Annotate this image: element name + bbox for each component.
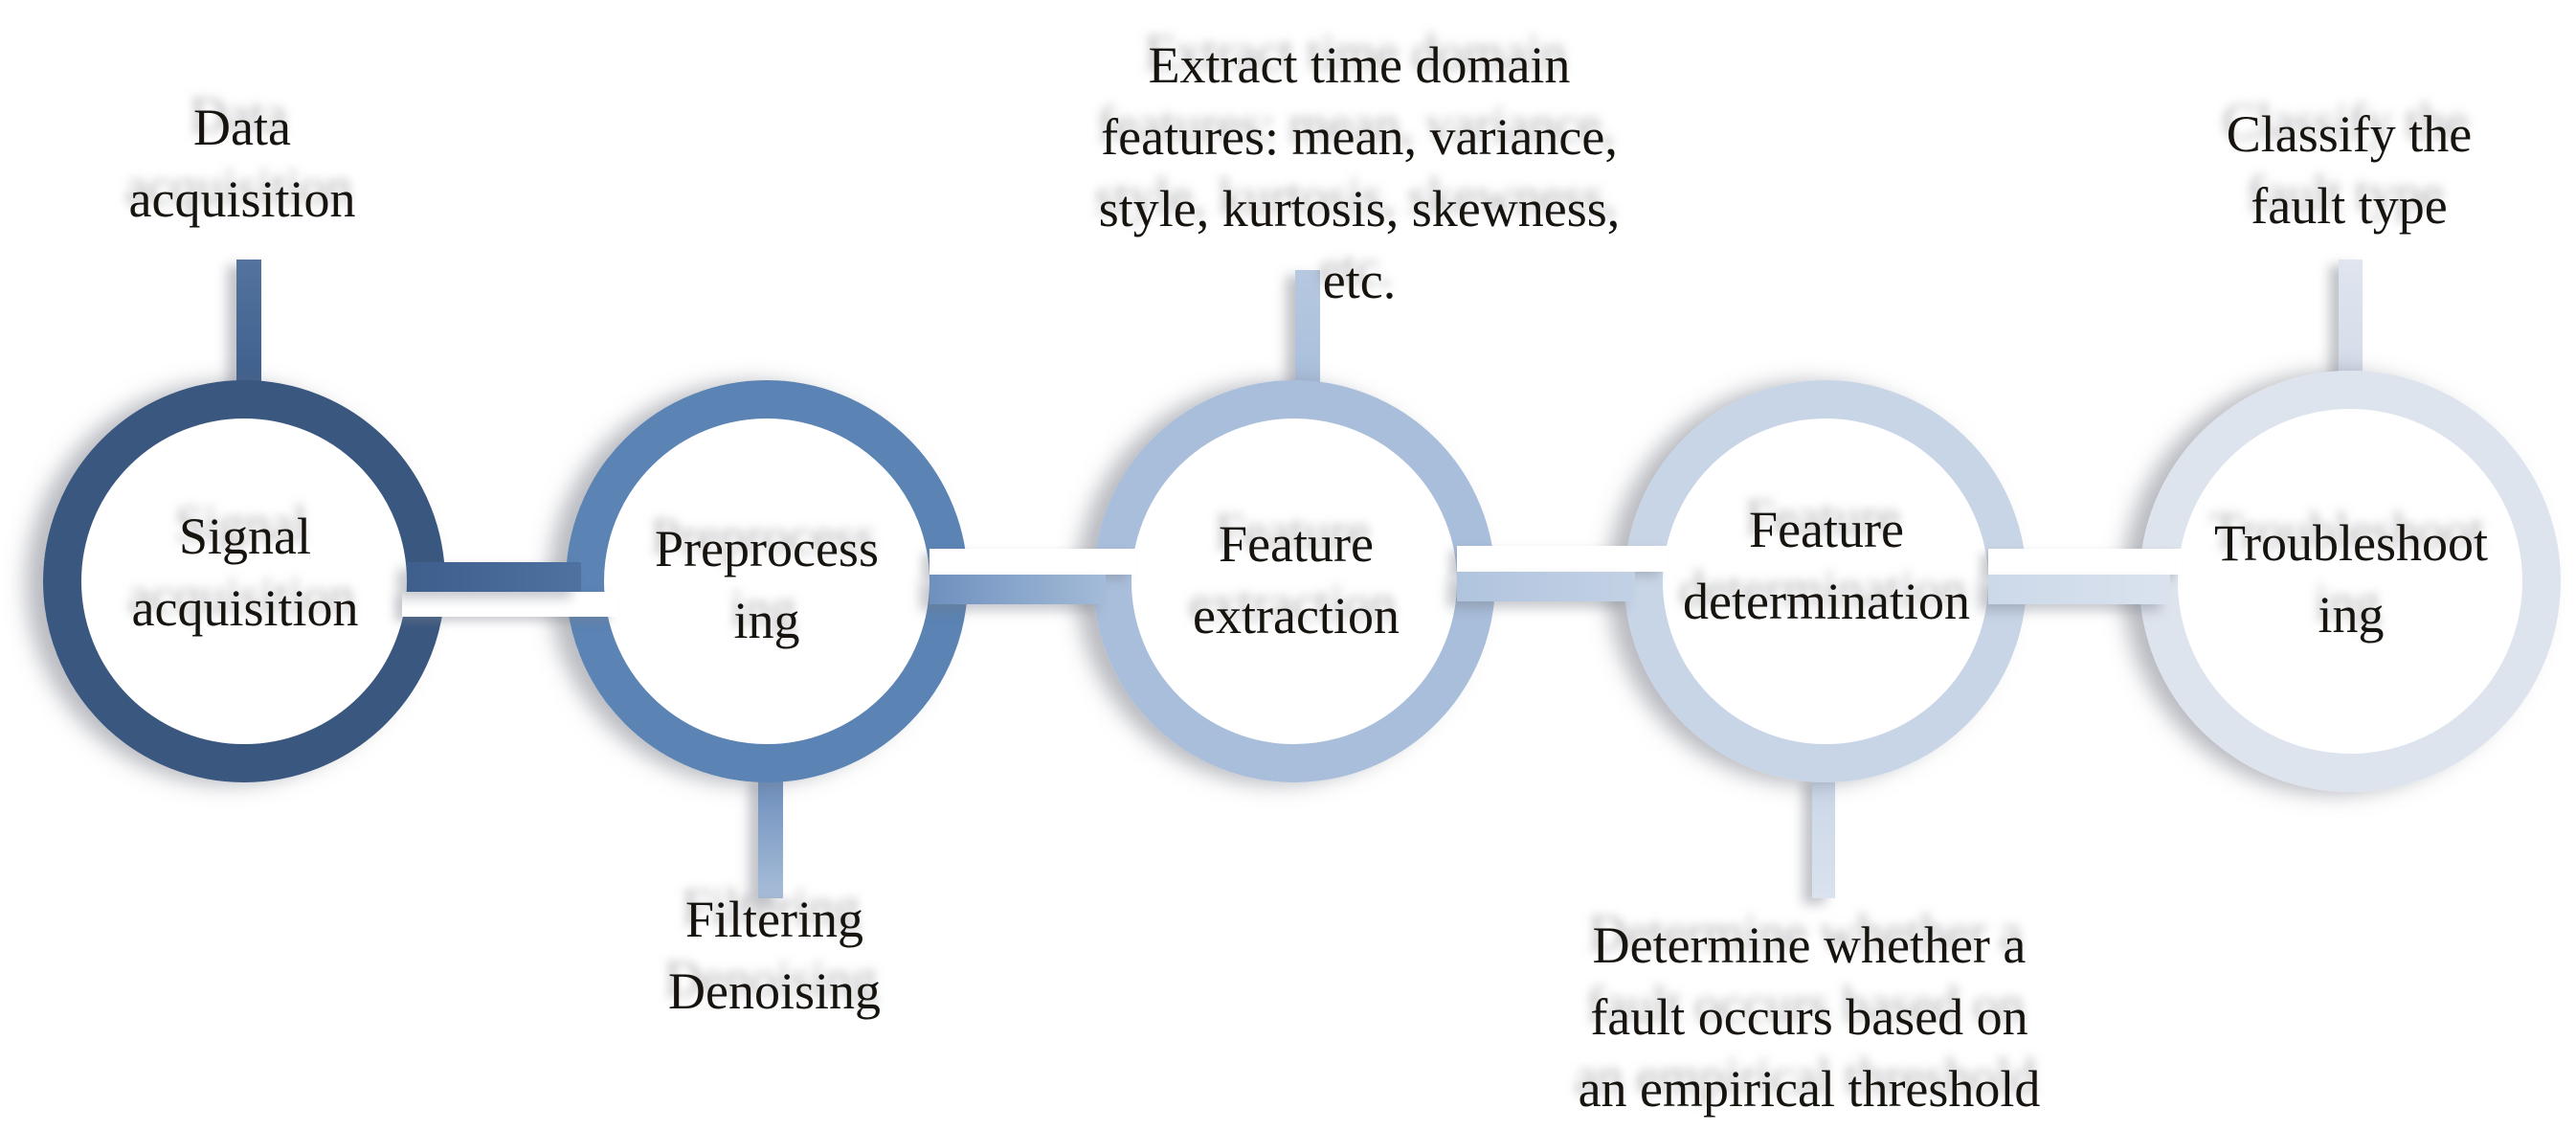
step1-label: Signal acquisition <box>131 508 359 637</box>
stem-step5-annotation <box>2339 260 2363 380</box>
step5-label: Troubleshoot ing <box>2213 514 2489 644</box>
step2-annotation: Filtering Denoising <box>668 891 881 1020</box>
connector-step4-step5 <box>1988 575 2170 604</box>
connector-step2-step3 <box>930 575 1106 604</box>
connector-step3-step4 <box>1457 572 1635 601</box>
stem-step4-annotation <box>1812 774 1835 898</box>
ring-gap-junction4 <box>1988 549 2182 575</box>
ring-gap-junction1 <box>402 592 617 617</box>
connector-step1-step2 <box>407 562 581 592</box>
stem-step3-annotation <box>1295 270 1320 389</box>
stem-step2-annotation <box>758 774 783 898</box>
ring-gap-junction2 <box>930 549 1135 575</box>
step4-annotation: Determine whether a fault occurs based o… <box>1578 916 2041 1118</box>
step1-annotation: Data acquisition <box>128 99 356 228</box>
ring-gap-junction3 <box>1457 546 1667 572</box>
step3-label: Feature extraction <box>1193 515 1400 645</box>
step3-annotation: Extract time domain features: mean, vari… <box>1098 36 1621 309</box>
step4-label: Feature determination <box>1683 501 1970 630</box>
step2-label: Preprocess ing <box>655 520 879 649</box>
stem-step1-annotation <box>236 260 261 386</box>
step5-annotation: Classify the fault type <box>2226 105 2473 235</box>
